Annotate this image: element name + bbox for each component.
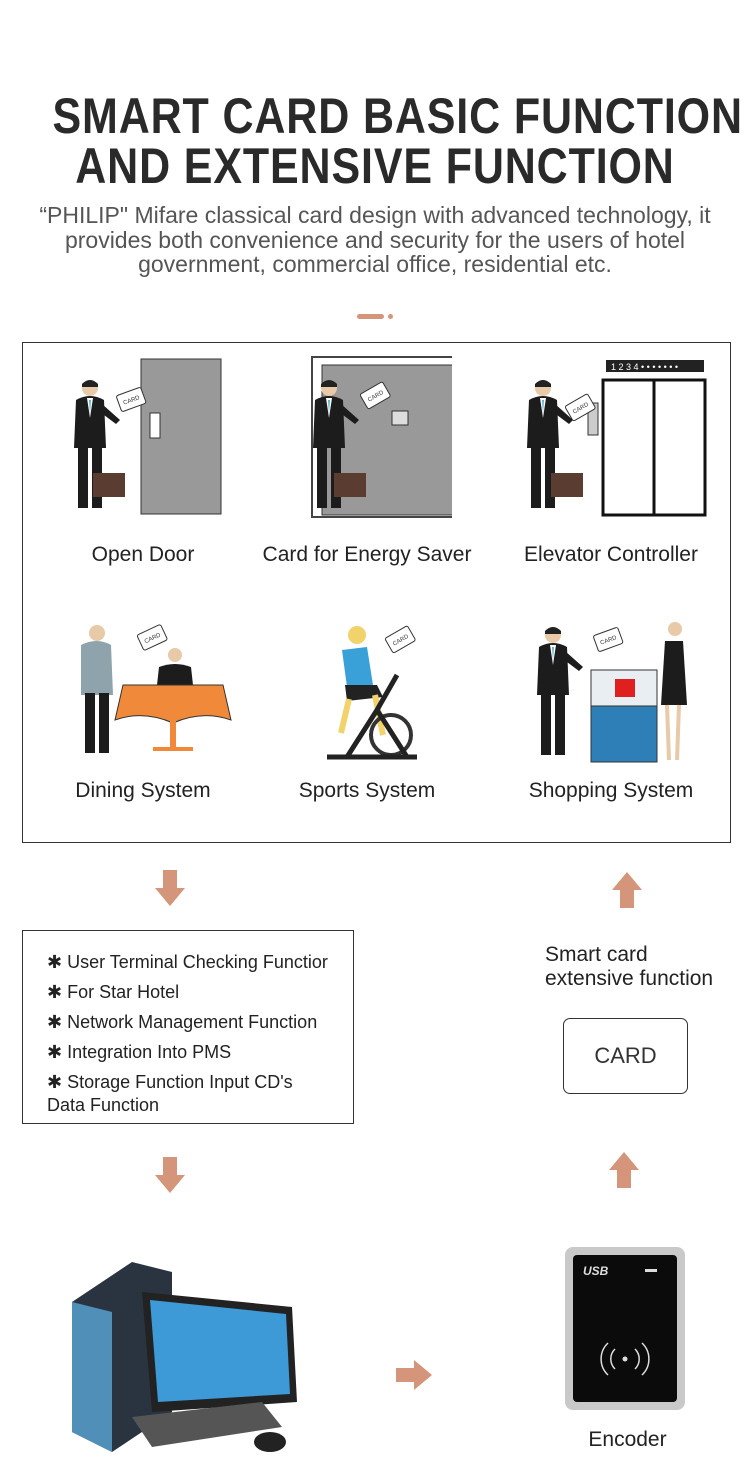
list-item: ✱ Storage Function Input CD's Data Funct…	[47, 1072, 293, 1115]
open-door-illustration	[74, 358, 222, 515]
title-line-1: SMART CARD BASIC FUNCTION	[52, 88, 743, 144]
arrow-up-icon	[609, 1152, 639, 1188]
function-shopping: Shopping System	[493, 615, 729, 803]
list-item: ✱ Integration Into PMS	[47, 1042, 232, 1062]
function-label: Elevator Controller	[524, 543, 698, 566]
elevator-illustration: 1 2 3 4 • • • • • • •	[527, 360, 707, 517]
arrow-down-icon	[155, 1157, 185, 1193]
function-label: Dining System	[75, 779, 211, 802]
sports-illustration	[327, 625, 417, 760]
arrow-down-icon	[155, 870, 185, 906]
function-sports: Sports System	[249, 615, 485, 803]
card-box: CARD	[563, 1018, 688, 1094]
function-open-door: Open Door	[25, 353, 261, 567]
card-tag-icon	[384, 625, 417, 654]
extensive-line-1: Smart card	[545, 943, 648, 966]
list-item: ✱ For Star Hotel	[47, 982, 180, 1002]
card-tag-icon	[592, 626, 624, 653]
divider-dash	[357, 314, 384, 319]
subtitle: “PHILIP" Mifare classical card design wi…	[39, 202, 711, 277]
function-dining: Dining System	[25, 615, 261, 803]
list-item: ✱ Network Management Function	[47, 1012, 318, 1032]
encoder-label: Encoder	[588, 1428, 667, 1451]
encoder-device: USB	[565, 1247, 685, 1410]
shopping-illustration	[537, 622, 687, 763]
basic-function-list: ✱ User Terminal Checking Functior ✱ For …	[22, 930, 354, 1124]
elevator-display: 1 2 3 4 • • • • • • •	[611, 362, 678, 372]
dining-illustration	[81, 623, 232, 753]
function-label: Card for Energy Saver	[262, 543, 472, 566]
card-tag-icon	[136, 623, 169, 652]
function-elevator: 1 2 3 4 • • • • • • • Elevator Controlle…	[493, 353, 729, 567]
arrow-up-icon	[612, 872, 642, 908]
extensive-line-2: extensive function	[545, 967, 714, 990]
title-line-2: AND EXTENSIVE FUNCTION	[75, 138, 675, 194]
divider-dot	[388, 314, 393, 319]
computer-illustration	[72, 1262, 297, 1452]
function-label: Open Door	[91, 543, 195, 566]
function-energy-saver: Card for Energy Saver	[249, 353, 485, 567]
energy-saver-illustration	[311, 356, 452, 518]
function-label: Shopping System	[528, 779, 694, 802]
arrow-right-icon	[396, 1360, 432, 1390]
list-item: ✱ User Terminal Checking Functior	[47, 952, 328, 972]
basic-functions-panel: Open Door Card for Energy Saver 1 2 3 4 …	[22, 342, 731, 843]
encoder-brand: USB	[583, 1264, 609, 1278]
extensive-function-label: Smart card extensive function	[545, 943, 713, 991]
function-label: Sports System	[298, 779, 436, 802]
